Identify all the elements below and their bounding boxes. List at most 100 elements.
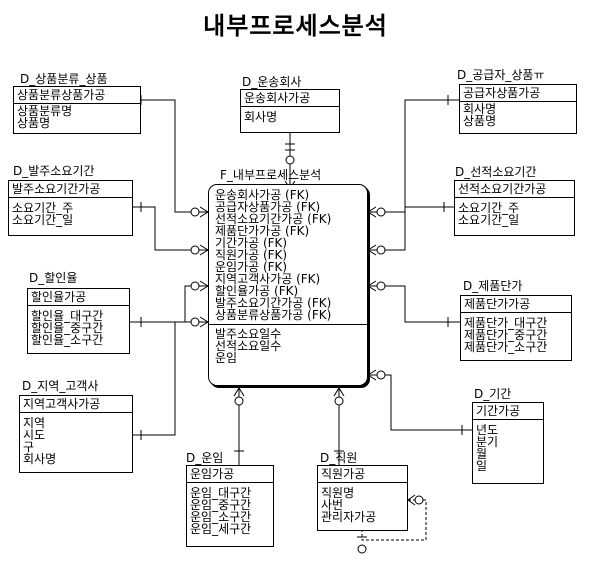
period-entity[interactable]: 기간가공 년도 분기 월 일	[472, 402, 544, 484]
product-attr: 상품분류명	[17, 104, 73, 118]
order-lead-attr: 소요기간_일	[12, 213, 74, 227]
fact-keys: 운송회사가공 (FK) 공급자상품가공 (FK) 선적소요기간가공 (FK) 제…	[209, 185, 367, 325]
fact-fk: 발주소요기간가공 (FK)	[215, 296, 332, 310]
rel-employee-self-circle-bottom	[357, 544, 367, 554]
region-key: 지역고객사가공	[20, 396, 132, 413]
diagram-title: 내부프로세스분석	[203, 12, 388, 40]
ship-lead-key: 선적소요기간가공	[455, 181, 574, 198]
product-entity-name: D_상품분류_상품	[20, 72, 108, 86]
price-attr: 제품단가_대구간	[464, 316, 548, 330]
employee-attr: 관리자가공	[321, 510, 377, 524]
rel-ship-lead-mark	[367, 202, 445, 256]
fact-fk: 지역고객사가공 (FK)	[215, 272, 321, 286]
freight-entity[interactable]: 운임가공 운임_대구간 운임_중구간 운임_소구간 운임_세구간	[186, 465, 274, 547]
employee-attr: 사번	[321, 498, 344, 512]
rel-employee-self-mark	[357, 494, 416, 538]
fact-entity-name: F_내부프로세스분석	[220, 168, 322, 182]
fact-fk: 할인율가공 (FK)	[215, 284, 299, 298]
discount-attr: 할인율_소구간	[31, 333, 104, 347]
fact-fk: 직원가공 (FK)	[215, 248, 288, 262]
rel-product-circle	[190, 207, 200, 217]
ship-lead-entity-name: D_선적소요기간	[455, 165, 537, 179]
period-entity-name: D_기간	[474, 387, 512, 401]
period-attr: 일	[476, 459, 488, 473]
ship-lead-attr: 소요기간_주	[458, 201, 520, 215]
fact-measure: 선적소요일수	[215, 339, 282, 353]
rel-region-circle	[190, 317, 200, 327]
price-key: 제품단가가공	[461, 296, 571, 313]
discount-attr: 할인율_중구간	[31, 321, 104, 335]
price-entity[interactable]: 제품단가가공 제품단가_대구간 제품단가_중구간 제품단가_소구간	[460, 295, 572, 361]
fact-fk: 운임가공 (FK)	[215, 260, 288, 274]
carrier-entity[interactable]: 운송회사가공 회사명	[240, 89, 340, 133]
rel-period	[368, 374, 472, 431]
fact-measure: 발주소요일수	[215, 327, 282, 341]
rel-price-mark	[367, 280, 449, 327]
supplier-entity-name: D_공급자_상품ㅠ	[457, 68, 545, 82]
freight-attr: 운임_중구간	[190, 498, 252, 512]
freight-entity-name: D_운임	[186, 451, 224, 465]
rel-order-lead	[133, 206, 208, 251]
rel-product	[141, 99, 208, 213]
carrier-entity-name: D_운송회사	[242, 75, 302, 89]
employee-entity[interactable]: 직원가공 직원명 사번 관리자가공	[317, 465, 408, 531]
order-lead-entity[interactable]: 발주소요기간가공 소요기간_주 소요기간_일	[8, 180, 133, 236]
fact-fk: 공급자상품가공 (FK)	[215, 200, 321, 214]
rel-price-circle	[376, 281, 386, 291]
price-attr: 제품단가_중구간	[464, 328, 548, 342]
fact-fk: 기간가공 (FK)	[215, 236, 288, 250]
rel-period-circle	[376, 370, 386, 380]
fact-fk: 선적소요기간가공 (FK)	[215, 212, 332, 226]
period-key: 기간가공	[473, 403, 543, 420]
rel-supplier-mark	[367, 95, 449, 218]
supplier-key: 공급자상품가공	[460, 85, 576, 102]
price-attr: 제품단가_소구간	[464, 340, 548, 354]
ship-lead-attr: 소요기간_일	[458, 213, 520, 227]
rel-carrier-circle	[285, 155, 295, 165]
region-entity[interactable]: 지역고객사가공 지역 시도 구 회사명	[19, 395, 133, 473]
fact-fk: 제품단가가공 (FK)	[215, 224, 310, 238]
rel-period-mark	[367, 369, 463, 435]
rel-freight-circle	[234, 396, 244, 406]
rel-region	[133, 321, 208, 436]
product-key: 상품분류상품가공	[14, 87, 140, 104]
period-attr: 월	[476, 447, 488, 461]
freight-attr: 운임_세구간	[190, 522, 252, 536]
fact-entity[interactable]: 운송회사가공 (FK) 공급자상품가공 (FK) 선적소요기간가공 (FK) 제…	[208, 184, 368, 386]
rel-employee-self-circle	[414, 495, 424, 505]
discount-attr: 할인율_대구간	[31, 309, 104, 323]
employee-entity-name: D_직원	[320, 451, 358, 465]
rel-price	[368, 285, 460, 323]
rel-freight-mark	[233, 387, 245, 452]
period-attr: 년도	[476, 423, 499, 437]
region-attr: 시도	[23, 428, 46, 442]
fact-fk: 상품분류상품가공 (FK)	[215, 308, 332, 322]
freight-attr: 운임_대구간	[190, 486, 252, 500]
supplier-attr: 상품명	[463, 114, 497, 128]
rel-ship-lead-circle	[376, 245, 386, 255]
rel-supplier-circle	[376, 207, 386, 217]
employee-key: 직원가공	[318, 466, 407, 483]
employee-attr: 직원명	[321, 486, 355, 500]
rel-order-lead-circle	[190, 245, 200, 255]
order-lead-key: 발주소요기간가공	[9, 181, 132, 198]
discount-entity-name: D_할인율	[29, 271, 78, 285]
carrier-key: 운송회사가공	[241, 90, 339, 107]
order-lead-attr: 소요기간_주	[12, 201, 74, 215]
carrier-attr: 회사명	[244, 110, 278, 124]
region-entity-name: D_지역_고객사	[22, 379, 99, 393]
rel-supplier	[368, 99, 459, 213]
supplier-attr: 회사명	[463, 102, 497, 116]
rel-discount	[130, 285, 208, 323]
fact-measure: 운임	[215, 351, 238, 365]
supplier-entity[interactable]: 공급자상품가공 회사명 상품명	[459, 84, 577, 134]
discount-key: 할인율가공	[28, 289, 129, 306]
region-attr: 구	[23, 440, 35, 454]
ship-lead-entity[interactable]: 선적소요기간가공 소요기간_주 소요기간_일	[454, 180, 575, 236]
discount-entity[interactable]: 할인율가공 할인율_대구간 할인율_중구간 할인율_소구간	[27, 288, 130, 354]
freight-attr: 운임_소구간	[190, 510, 252, 524]
price-entity-name: D_제품단가	[463, 279, 523, 293]
product-entity[interactable]: 상품분류상품가공 상품분류명 상품명	[13, 86, 141, 134]
rel-employee-mark	[333, 387, 345, 452]
